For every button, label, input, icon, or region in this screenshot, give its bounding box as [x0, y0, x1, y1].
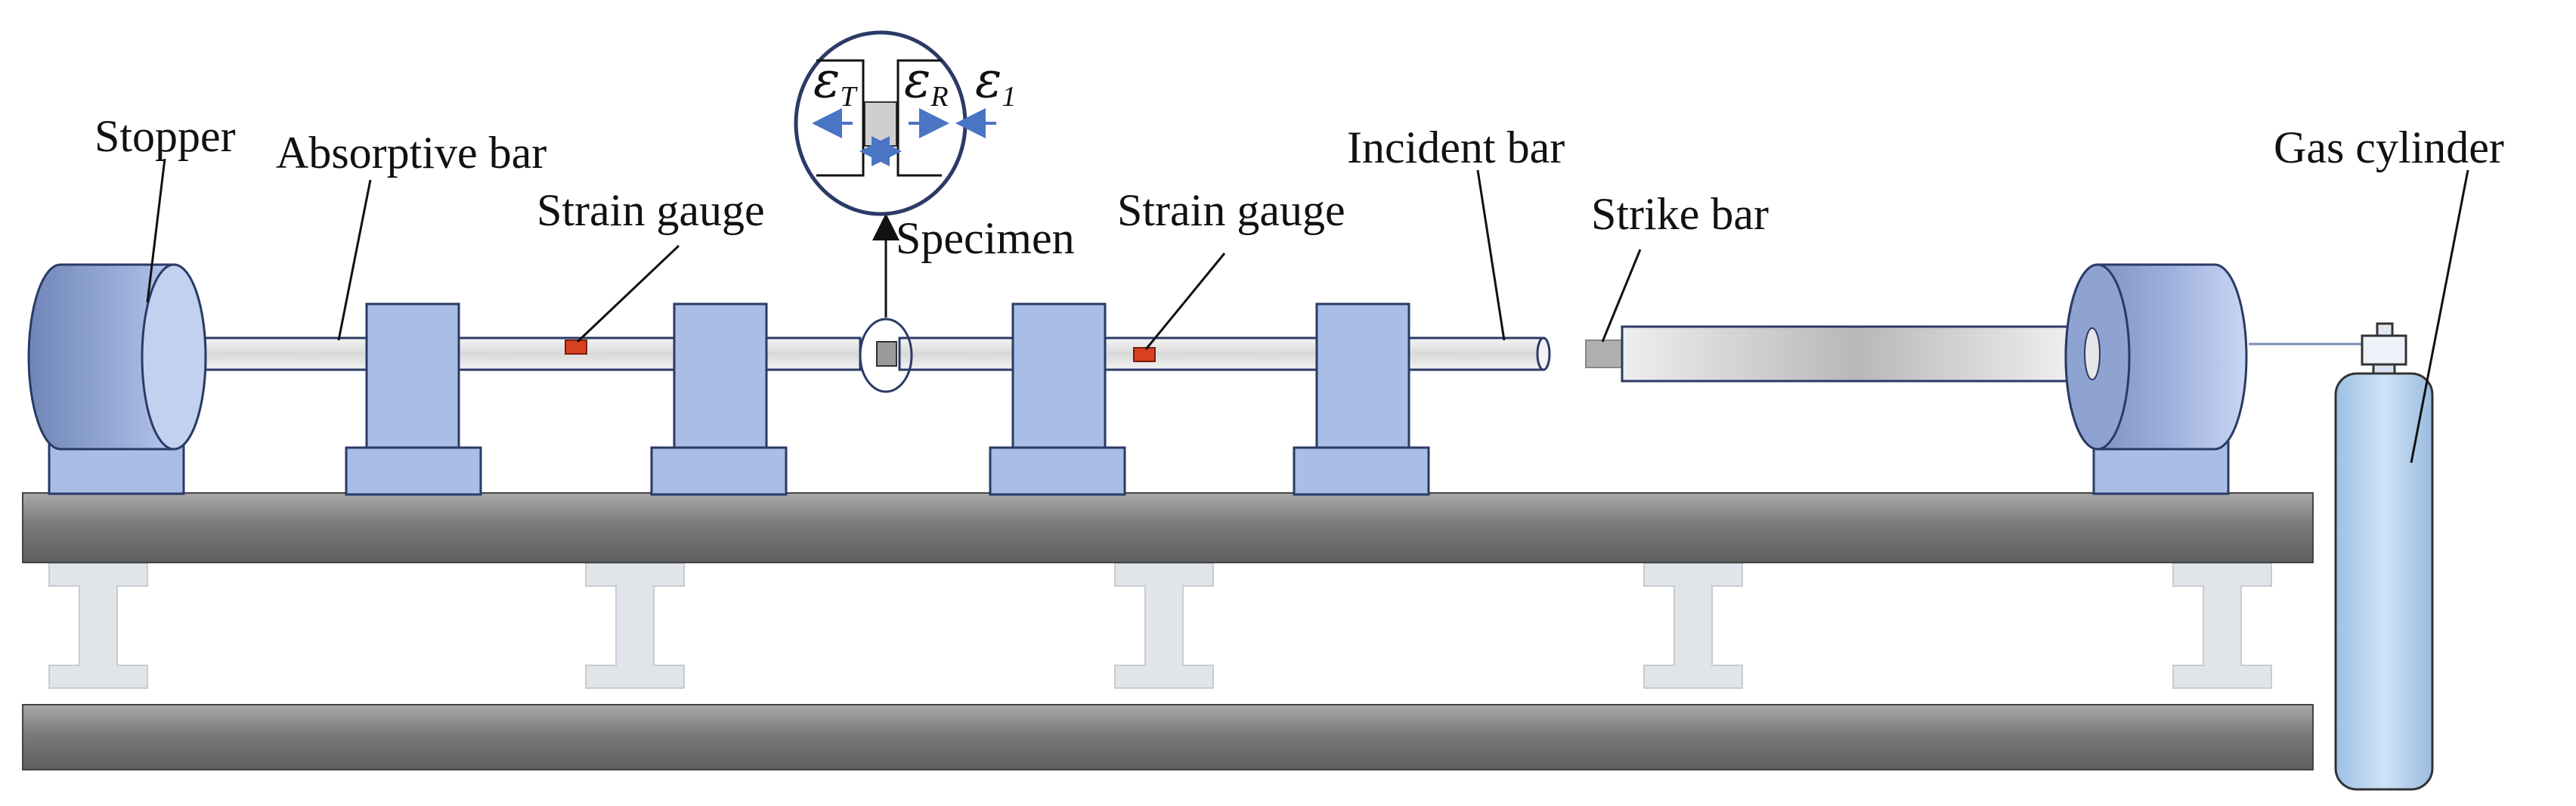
support-2 [650, 302, 788, 496]
i-beam-posts [48, 563, 2272, 689]
support-block [365, 302, 460, 449]
support-block [1011, 302, 1107, 449]
bar-supports [345, 302, 1430, 496]
epsilon-transmitted: εT [813, 51, 858, 113]
inset-left-bar [816, 59, 865, 177]
support-base [989, 446, 1126, 496]
leader-lines [146, 158, 2469, 463]
specimen [876, 341, 897, 367]
stopper-face [141, 263, 207, 451]
stopper [27, 263, 207, 495]
leader-incident-bar [1476, 169, 1506, 341]
label-strain-gauge-left: Strain gauge [537, 185, 765, 235]
leader-strike-bar [1601, 249, 1642, 343]
support-4 [1293, 302, 1430, 496]
strain-gauges [565, 339, 1156, 362]
strike-bar-tip [1585, 339, 1623, 368]
leader-stopper [146, 158, 166, 303]
label-strain-gauge-right: Strain gauge [1117, 185, 1345, 235]
upper-rail [22, 492, 2314, 563]
support-structure [22, 492, 2314, 770]
incident-bar [898, 336, 1545, 371]
i-beam-post [2172, 563, 2272, 689]
support-base [650, 446, 788, 496]
leader-strain-gauge-left [576, 244, 680, 343]
i-beam-post [1643, 563, 1743, 689]
launcher [2064, 263, 2248, 495]
labels: Stopper Absorptive bar Strain gauge Spec… [94, 111, 2504, 263]
cylinder-valve [2361, 334, 2407, 366]
label-gas-cylinder: Gas cylinder [2274, 122, 2504, 172]
label-stopper: Stopper [94, 111, 236, 161]
launcher-bore [2084, 327, 2101, 380]
i-beam-post [585, 563, 685, 689]
inset-detail: εT εR ε1 [794, 30, 1016, 216]
i-beam-post [1114, 563, 1214, 689]
support-block [673, 302, 768, 449]
lower-rail [22, 704, 2314, 770]
support-base [345, 446, 482, 496]
inset-specimen [864, 101, 897, 147]
label-strike-bar: Strike bar [1591, 189, 1769, 239]
leader-gas-cylinder [2410, 169, 2469, 463]
support-block [1315, 302, 1410, 449]
incident-bar-end [1536, 336, 1551, 371]
label-specimen: Specimen [896, 213, 1075, 263]
specimen-highlight [859, 318, 913, 393]
strain-gauge-left [565, 339, 587, 355]
support-3 [989, 302, 1126, 496]
support-base [1293, 446, 1430, 496]
strain-gauge-right [1133, 347, 1156, 362]
cylinder-body [2334, 372, 2434, 791]
inset-right-bar [896, 59, 942, 177]
i-beam-post [48, 563, 148, 689]
gas-cylinder [2249, 322, 2434, 791]
label-incident-bar: Incident bar [1347, 122, 1565, 172]
strike-bar [1621, 325, 2092, 383]
leader-absorptive-bar [337, 179, 372, 341]
epsilon-reflected: εR [904, 51, 949, 113]
epsilon-incident: ε1 [975, 51, 1016, 113]
support-1 [345, 302, 482, 496]
label-absorptive-bar: Absorptive bar [276, 128, 546, 178]
leader-strain-gauge-right [1144, 253, 1226, 350]
